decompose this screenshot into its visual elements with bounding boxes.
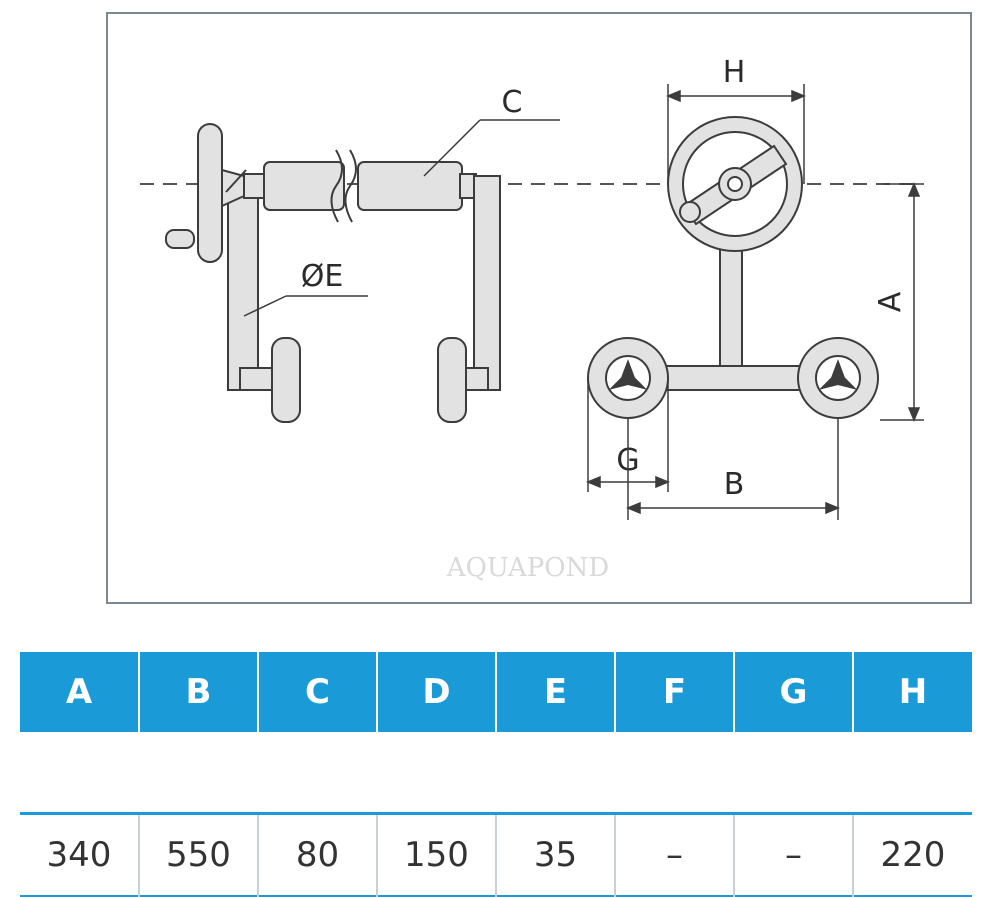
front-crank-knob [679, 201, 701, 223]
right-leg [473, 175, 501, 391]
stem [719, 235, 743, 387]
label-c: C [502, 85, 523, 120]
header-cell-a: A [20, 652, 139, 732]
spec-table: A B C D E F G H 340 550 80 150 35 – – 22… [20, 652, 972, 897]
left-wheel [271, 337, 301, 423]
dim-e [243, 295, 368, 317]
dim-b [626, 418, 840, 520]
front-hub-hole [727, 176, 743, 192]
dim-h [666, 84, 806, 184]
label-e: ØE [301, 259, 344, 294]
header-cell-d: D [376, 652, 496, 732]
base-bar [653, 365, 811, 391]
crank-wheel [197, 123, 223, 263]
front-right-hub [818, 359, 858, 390]
right-wheel [437, 337, 467, 423]
value-cell-h: 220 [852, 813, 972, 896]
left-axle [239, 367, 275, 391]
left-collar [243, 173, 267, 199]
roller-tube-right [357, 161, 463, 211]
crank-handle [165, 229, 195, 249]
break-mark [330, 149, 343, 223]
value-row: 340 550 80 150 35 – – 220 [20, 813, 972, 896]
value-cell-b: 550 [138, 813, 258, 896]
header-row: A B C D E F G H [20, 652, 972, 732]
header-cell-e: E [495, 652, 615, 732]
header-cell-h: H [852, 652, 972, 732]
front-left-hub [608, 359, 648, 390]
value-cell-c: 80 [257, 813, 377, 896]
dim-c [423, 119, 560, 177]
dim-a [880, 182, 924, 422]
left-leg [227, 175, 259, 391]
value-cell-d: 150 [376, 813, 496, 896]
label-h: H [723, 55, 746, 90]
value-cell-e: 35 [495, 813, 615, 896]
front-view [587, 116, 879, 419]
watermark-logo: AQUAPOND [446, 553, 609, 583]
spacer-row [20, 732, 972, 814]
value-cell-f: – [614, 813, 734, 896]
label-b: B [724, 467, 745, 502]
header-cell-b: B [138, 652, 258, 732]
header-cell-f: F [614, 652, 734, 732]
value-cell-g: – [733, 813, 853, 896]
label-a: A [873, 291, 908, 312]
header-cell-g: G [733, 652, 853, 732]
crank-spoke [225, 169, 247, 193]
roller-tube-left [263, 161, 345, 211]
dim-g [586, 378, 670, 492]
value-cell-a: 340 [46, 835, 112, 875]
side-view [165, 123, 501, 423]
header-cell-c: C [257, 652, 377, 732]
reel-diagram: C ØE H [140, 55, 924, 583]
break-mark [344, 149, 357, 223]
